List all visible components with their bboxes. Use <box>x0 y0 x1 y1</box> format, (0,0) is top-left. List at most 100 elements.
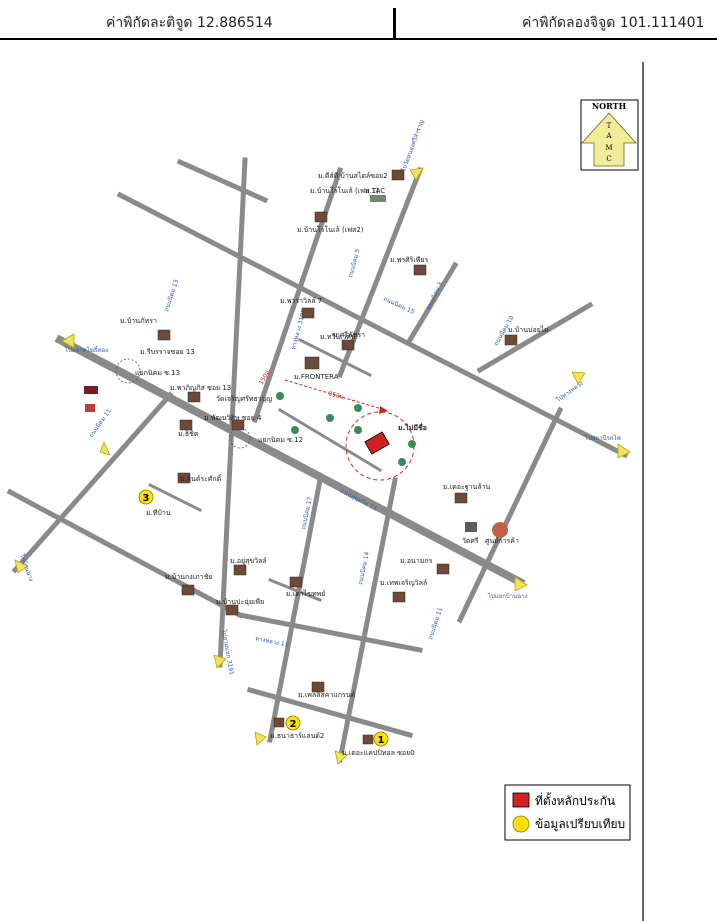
compass-title: NORTH <box>592 101 627 111</box>
road-lower-left <box>6 488 244 619</box>
building-icon <box>454 492 468 504</box>
road-soi-yusuk <box>268 578 322 602</box>
road-south-left <box>267 477 323 743</box>
comparable-2: 2 ม.ธนาธาร์แลนด์2 <box>270 715 324 740</box>
road-label-1: ถนนนิคม 5 <box>347 248 361 279</box>
road-upper-main <box>116 191 629 459</box>
comparable-label: ม.เดอะแคปปิทอล ซอย0 <box>342 749 415 757</box>
comparable-number: 3 <box>143 493 150 504</box>
legend-subject-swatch <box>512 792 530 808</box>
building-icon <box>301 307 315 319</box>
landmark-icon <box>354 426 362 434</box>
comparable-number: 2 <box>290 719 297 730</box>
route-arrowhead <box>379 406 388 414</box>
landmark-icon <box>398 458 406 466</box>
legend-comparable-label: ข้อมูลเปรียบเทียบ <box>535 817 625 832</box>
road-south-center <box>337 477 398 763</box>
north-arrow-icon <box>581 112 637 167</box>
compass-letter-m: M <box>605 144 612 152</box>
arrow-west <box>61 333 75 349</box>
dest-label-1: ไปสถานีรถไฟ <box>584 434 621 442</box>
map-legend: ที่ตั้งหลักประกัน ข้อมูลเปรียบเทียบ <box>504 784 631 841</box>
building-icon <box>233 564 247 576</box>
building-icon <box>179 419 193 431</box>
tac-building-icon <box>370 195 386 202</box>
place-label-12: ม.พัฒนวิศิษ ซอย 4 <box>204 414 262 422</box>
place-label-20: ม.เดาไขทพย์ <box>286 589 325 598</box>
subject-marker <box>364 431 390 455</box>
dest-label-2: ไปแยกบ้านฉาง <box>487 592 528 600</box>
place-label-21: ม.บ้านปะฉุ่ยเพีย <box>216 598 264 606</box>
building-icon <box>187 391 201 403</box>
place-label-7: ม.รีบรราจซอย 13 <box>140 348 195 356</box>
road-left-diag <box>11 391 174 574</box>
place-label-18: ม.บ้านกงเภาชัย <box>165 573 212 581</box>
place-label-25: ม.เพลลิสคาแกรนด์ <box>298 691 355 699</box>
building-icon <box>436 563 450 575</box>
arrow-east <box>617 443 631 459</box>
arrow-north <box>409 167 424 181</box>
comparable-number: 1 <box>378 735 385 746</box>
legend-subject-label: ที่ตั้งหลักประกัน <box>535 792 615 808</box>
comparable-3: 3 ม.ทีบ้าน <box>138 489 171 517</box>
arrow-southwest <box>14 559 29 574</box>
place-label-15: ม.เดอะฐานล้าน <box>443 483 491 491</box>
road-label-3: ถนนนิคม 3 <box>425 281 444 311</box>
building-icons <box>139 169 518 745</box>
road-label-9: ทางหลวง 11 <box>255 635 290 649</box>
arrow-northeast <box>571 371 586 385</box>
road-label-7: ถนนนิคม 14 <box>357 551 371 585</box>
distance-label-0: 850ม. <box>327 390 346 401</box>
road-label-10: ถนนนิคม 11 <box>88 408 113 440</box>
compass-letter-c: C <box>606 155 611 163</box>
arrow-west-south <box>99 440 111 456</box>
legend-comparable-swatch <box>512 815 530 833</box>
place-label-14: ม.อินด์ระศักดิ์ <box>180 473 223 483</box>
route-line <box>284 379 386 411</box>
place-label-23: ม.อนามกร <box>400 557 433 565</box>
intersection-circle-2 <box>229 427 251 449</box>
north-compass: NORTH T A M C <box>580 99 639 171</box>
road-nikhom-10 <box>476 301 594 374</box>
road-lower-mid <box>237 612 423 653</box>
convenience-store-icon <box>85 404 95 412</box>
road-nikhom-13 <box>217 157 248 668</box>
building-icon <box>304 356 320 370</box>
dest-label-6: ไปทางหลวง <box>554 379 585 404</box>
project-label: ม.FRONTERA <box>294 373 339 381</box>
landmark-icon <box>276 392 284 400</box>
header-rule <box>0 38 717 40</box>
arrow-bottom-center <box>334 750 348 765</box>
place-label-2: ม.TAC <box>365 187 385 195</box>
place-label-0: ม.ดีส์ดี บ้านสไตล์ซอย2 <box>318 171 388 180</box>
shop-icon <box>84 386 98 394</box>
building-icon <box>391 169 405 181</box>
place-label-4: ม.พรศิริเพียร <box>390 256 429 264</box>
landmark-icon <box>354 404 362 412</box>
place-label-3: ม.บ้านโรโนเล้ (เฟส2) <box>297 225 364 234</box>
dest-label-5: ไปวัดหนองศรีสำราญ <box>399 119 425 174</box>
compass-letter-a: A <box>605 132 612 140</box>
longitude-text: ค่าพิกัดลองจิจูด 101.111401 <box>522 15 705 31</box>
place-label-24: ม.เทพเจริญวิลล์ <box>380 579 427 587</box>
place-label-22: ม.บ้านบ่อยไผ่ <box>508 325 548 334</box>
place-label-1: ม.บ้านโรโนเล้ (เฟส 1) <box>310 186 379 195</box>
place-label-11: วัดเจริญศรัทธาบุญ <box>216 395 272 403</box>
building-icon <box>225 604 239 616</box>
intersection-label-1: แยกนิคม ซ.12 <box>258 436 303 444</box>
arrow-south <box>213 654 227 669</box>
building-icon <box>289 576 303 588</box>
school-icon <box>465 522 477 532</box>
place-label-9: ม.ทวีนิเวศน์ <box>320 333 356 341</box>
header-divider <box>393 8 396 39</box>
temple-icon <box>492 522 508 538</box>
place-label-17: ศูนย์การค้า <box>485 537 519 545</box>
comparable-marker <box>138 489 154 505</box>
road-label-2: ถนนนิคม 15 <box>382 295 415 316</box>
building-icon <box>311 681 325 693</box>
place-label-13: ม.ธิชิต <box>178 430 199 438</box>
building-icon <box>413 264 427 276</box>
building-icon <box>504 334 518 346</box>
road-sukhumvit <box>54 334 526 588</box>
road-label-8: ถนนนิคม 11 <box>427 606 444 640</box>
